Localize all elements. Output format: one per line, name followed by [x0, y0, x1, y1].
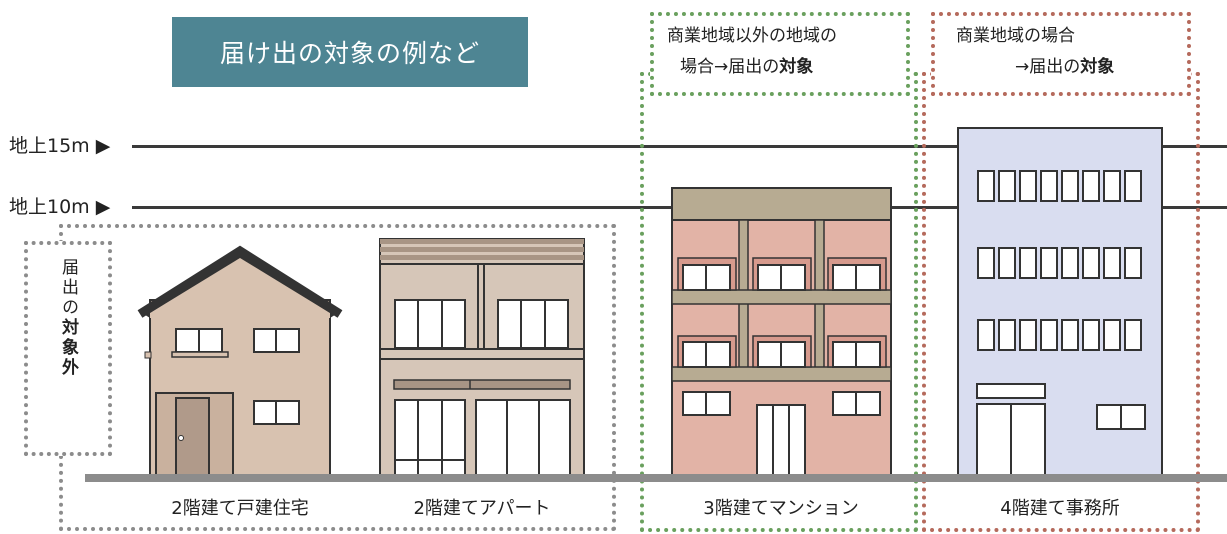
office-window [1061, 170, 1079, 202]
apartment-illustration [379, 238, 585, 477]
commercial-caption-line1: 商業地域の場合 [956, 26, 1075, 46]
office-window [1040, 247, 1058, 279]
level-15m-line [132, 145, 1227, 148]
ground-line [85, 474, 1227, 482]
building-label-house: 2階建て戸建住宅 [171, 498, 309, 519]
office-window [1103, 247, 1121, 279]
office-window [977, 319, 995, 351]
office-window [1019, 319, 1037, 351]
non-commercial-caption-box [650, 12, 910, 96]
non-commercial-caption-bold: 対象 [779, 57, 814, 77]
building-label-mansion: 3階建てマンション [703, 498, 859, 519]
office-window [1082, 319, 1100, 351]
commercial-caption-box [931, 12, 1191, 96]
office-window [1040, 170, 1058, 202]
office-window [1061, 319, 1079, 351]
commercial-caption-prefix: →届出の [1015, 57, 1081, 77]
exempt-label-prefix: 届出の [58, 258, 78, 318]
office-window [1103, 170, 1121, 202]
building-label-office: 4階建て事務所 [1000, 498, 1120, 519]
office-window [977, 247, 995, 279]
office-window [1082, 247, 1100, 279]
exempt-label-box [24, 241, 112, 456]
mansion-illustration [671, 187, 892, 477]
title-text: 届け出の対象の例など [219, 39, 480, 68]
office-window [1019, 247, 1037, 279]
office-window [998, 319, 1016, 351]
house-illustration [137, 245, 343, 477]
office-window [998, 170, 1016, 202]
commercial-caption-line2: →届出の対象 [1015, 53, 1114, 81]
non-commercial-caption-line2: 場合→届出の対象 [680, 53, 813, 81]
level-15m-label: 地上15m ▶ [9, 135, 111, 157]
exempt-label: 届出の対象外 [24, 258, 112, 448]
office-window [1124, 170, 1142, 202]
office-window [1103, 319, 1121, 351]
office-window [977, 170, 995, 202]
office-window [1124, 319, 1142, 351]
office-window [1061, 247, 1079, 279]
non-commercial-caption-prefix: 場合→届出の [680, 57, 780, 77]
office-illustration [957, 127, 1163, 477]
office-window [998, 247, 1016, 279]
commercial-caption-bold: 対象 [1080, 57, 1115, 77]
office-window [1040, 319, 1058, 351]
exempt-label-bold: 対象外 [58, 318, 78, 378]
non-commercial-caption-line1: 商業地域以外の地域の [667, 26, 837, 46]
level-10m-label: 地上10m ▶ [9, 196, 111, 218]
office-window [1082, 170, 1100, 202]
title-box: 届け出の対象の例など [172, 17, 528, 87]
building-label-apartment: 2階建てアパート [413, 498, 551, 519]
office-window [1124, 247, 1142, 279]
office-window [1019, 170, 1037, 202]
